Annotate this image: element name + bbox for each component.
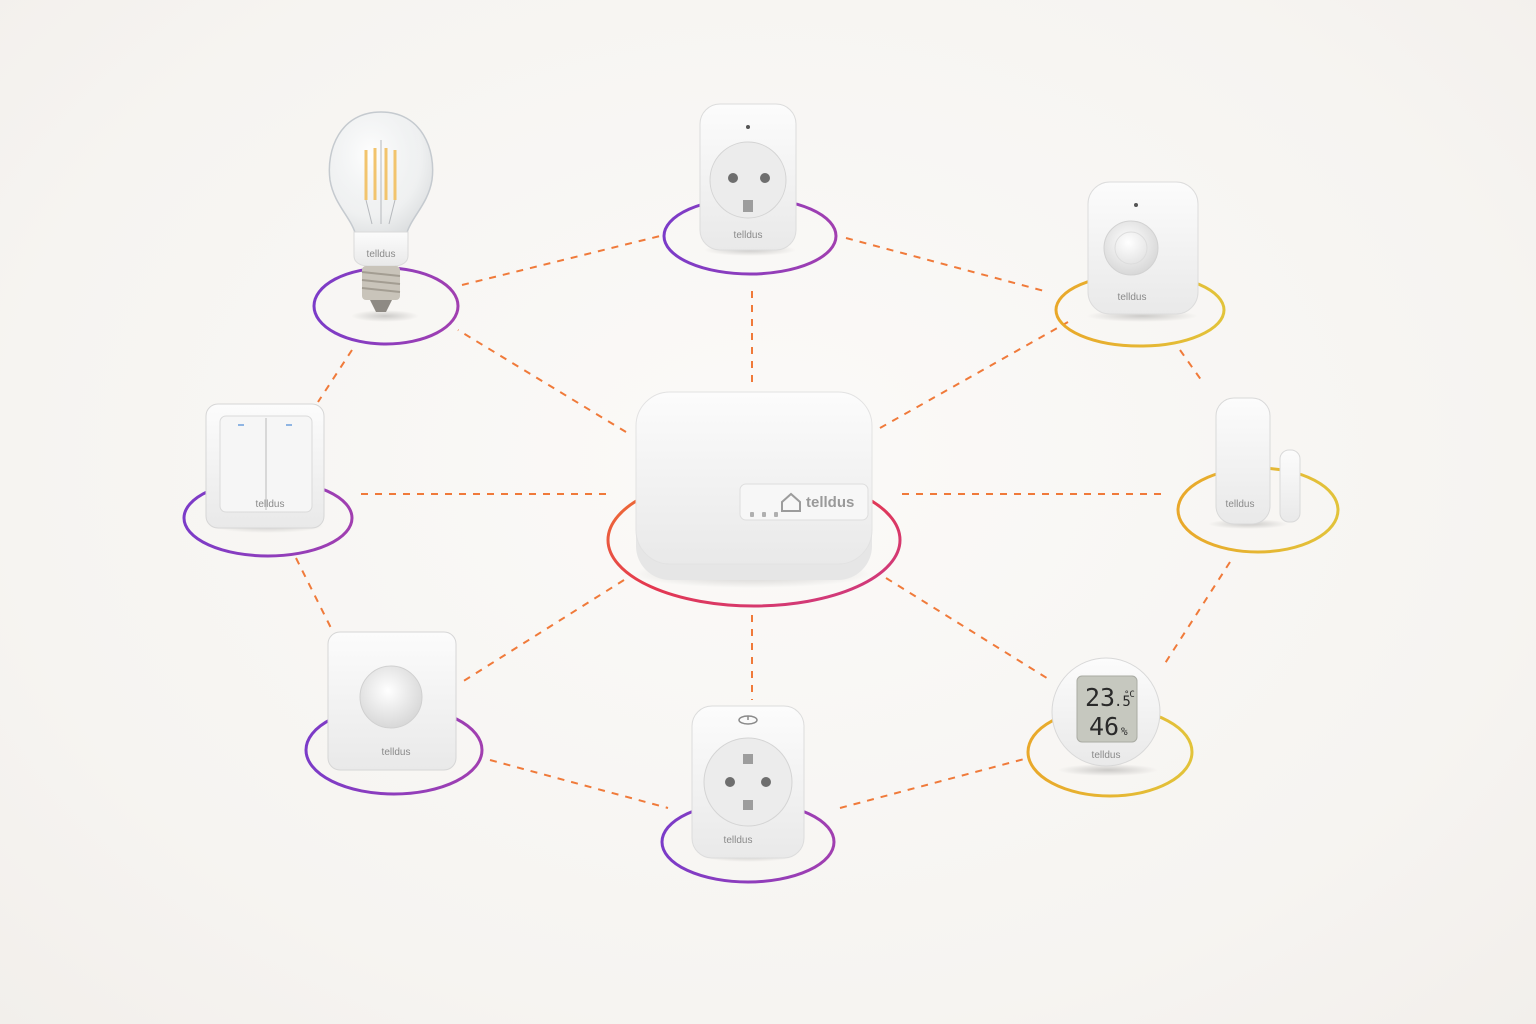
link-door-thermometer (1161, 561, 1231, 669)
plug-bottom-brand-text: telldus (724, 835, 753, 846)
link-hub-bulb (457, 329, 627, 433)
door-sensor-device[interactable]: telldus (1176, 397, 1340, 554)
hub-body (635, 391, 873, 565)
link-bulb-wall-switch (317, 349, 353, 403)
wall-switch-brand-text: telldus (256, 499, 285, 510)
link-motion-door (1179, 349, 1205, 385)
link-hub-dimmer (461, 579, 625, 683)
link-dimmer-plug-bottom (489, 759, 669, 809)
link-hub-motion (879, 321, 1069, 429)
plug-top-brand-text: telldus (734, 230, 763, 241)
dimmer-knob (359, 665, 423, 729)
smart-plug-top-device[interactable]: telldus (662, 103, 838, 276)
temperature-dec: .5 (1114, 694, 1131, 710)
humidity-value: 46 (1089, 712, 1119, 741)
thermometer-device[interactable]: 23 .5 °C 46 % telldus (1026, 657, 1194, 798)
thermometer-lcd (1076, 675, 1138, 743)
link-wall-switch-dimmer (295, 557, 333, 631)
network-links (295, 235, 1231, 809)
house-logo-icon (781, 492, 801, 512)
motion-brand-text: telldus (1118, 292, 1147, 303)
door-brand-text: telldus (1226, 499, 1255, 510)
hub-device[interactable]: telldus (606, 391, 902, 608)
smart-plug-bottom-device[interactable]: telldus (660, 705, 836, 884)
link-plug-top-motion (845, 237, 1049, 293)
bulb-screw-base (361, 266, 401, 312)
status-leds (750, 512, 778, 517)
link-hub-thermometer (885, 577, 1051, 681)
link-bulb-plug-top (461, 235, 661, 286)
light-bulb-device[interactable]: telldus (312, 111, 460, 346)
temperature-int: 23 (1085, 683, 1115, 712)
link-plug-bottom-thermometer (839, 757, 1029, 809)
rotary-dimmer-device[interactable]: telldus (304, 631, 484, 796)
motion-lens (1103, 220, 1159, 276)
plug-top-led (746, 125, 750, 129)
plug-top-socket (709, 141, 787, 219)
power-button-icon (738, 715, 758, 725)
wall-switch-device[interactable]: telldus (182, 403, 354, 558)
humidity-unit: % (1121, 725, 1128, 738)
door-magnet-unit (1279, 449, 1301, 523)
bulb-filaments (364, 148, 397, 200)
temperature-unit: °C (1124, 690, 1135, 700)
door-main-unit (1215, 397, 1271, 525)
motion-sensor-device[interactable]: telldus (1054, 181, 1226, 348)
thermometer-brand-text: telldus (1092, 750, 1121, 761)
hub-label-plate (739, 483, 869, 521)
plug-bottom-socket (703, 737, 793, 827)
dimmer-brand-text: telldus (382, 747, 411, 758)
bulb-brand-text: telldus (367, 249, 396, 260)
hub-brand-text: telldus (806, 494, 854, 511)
